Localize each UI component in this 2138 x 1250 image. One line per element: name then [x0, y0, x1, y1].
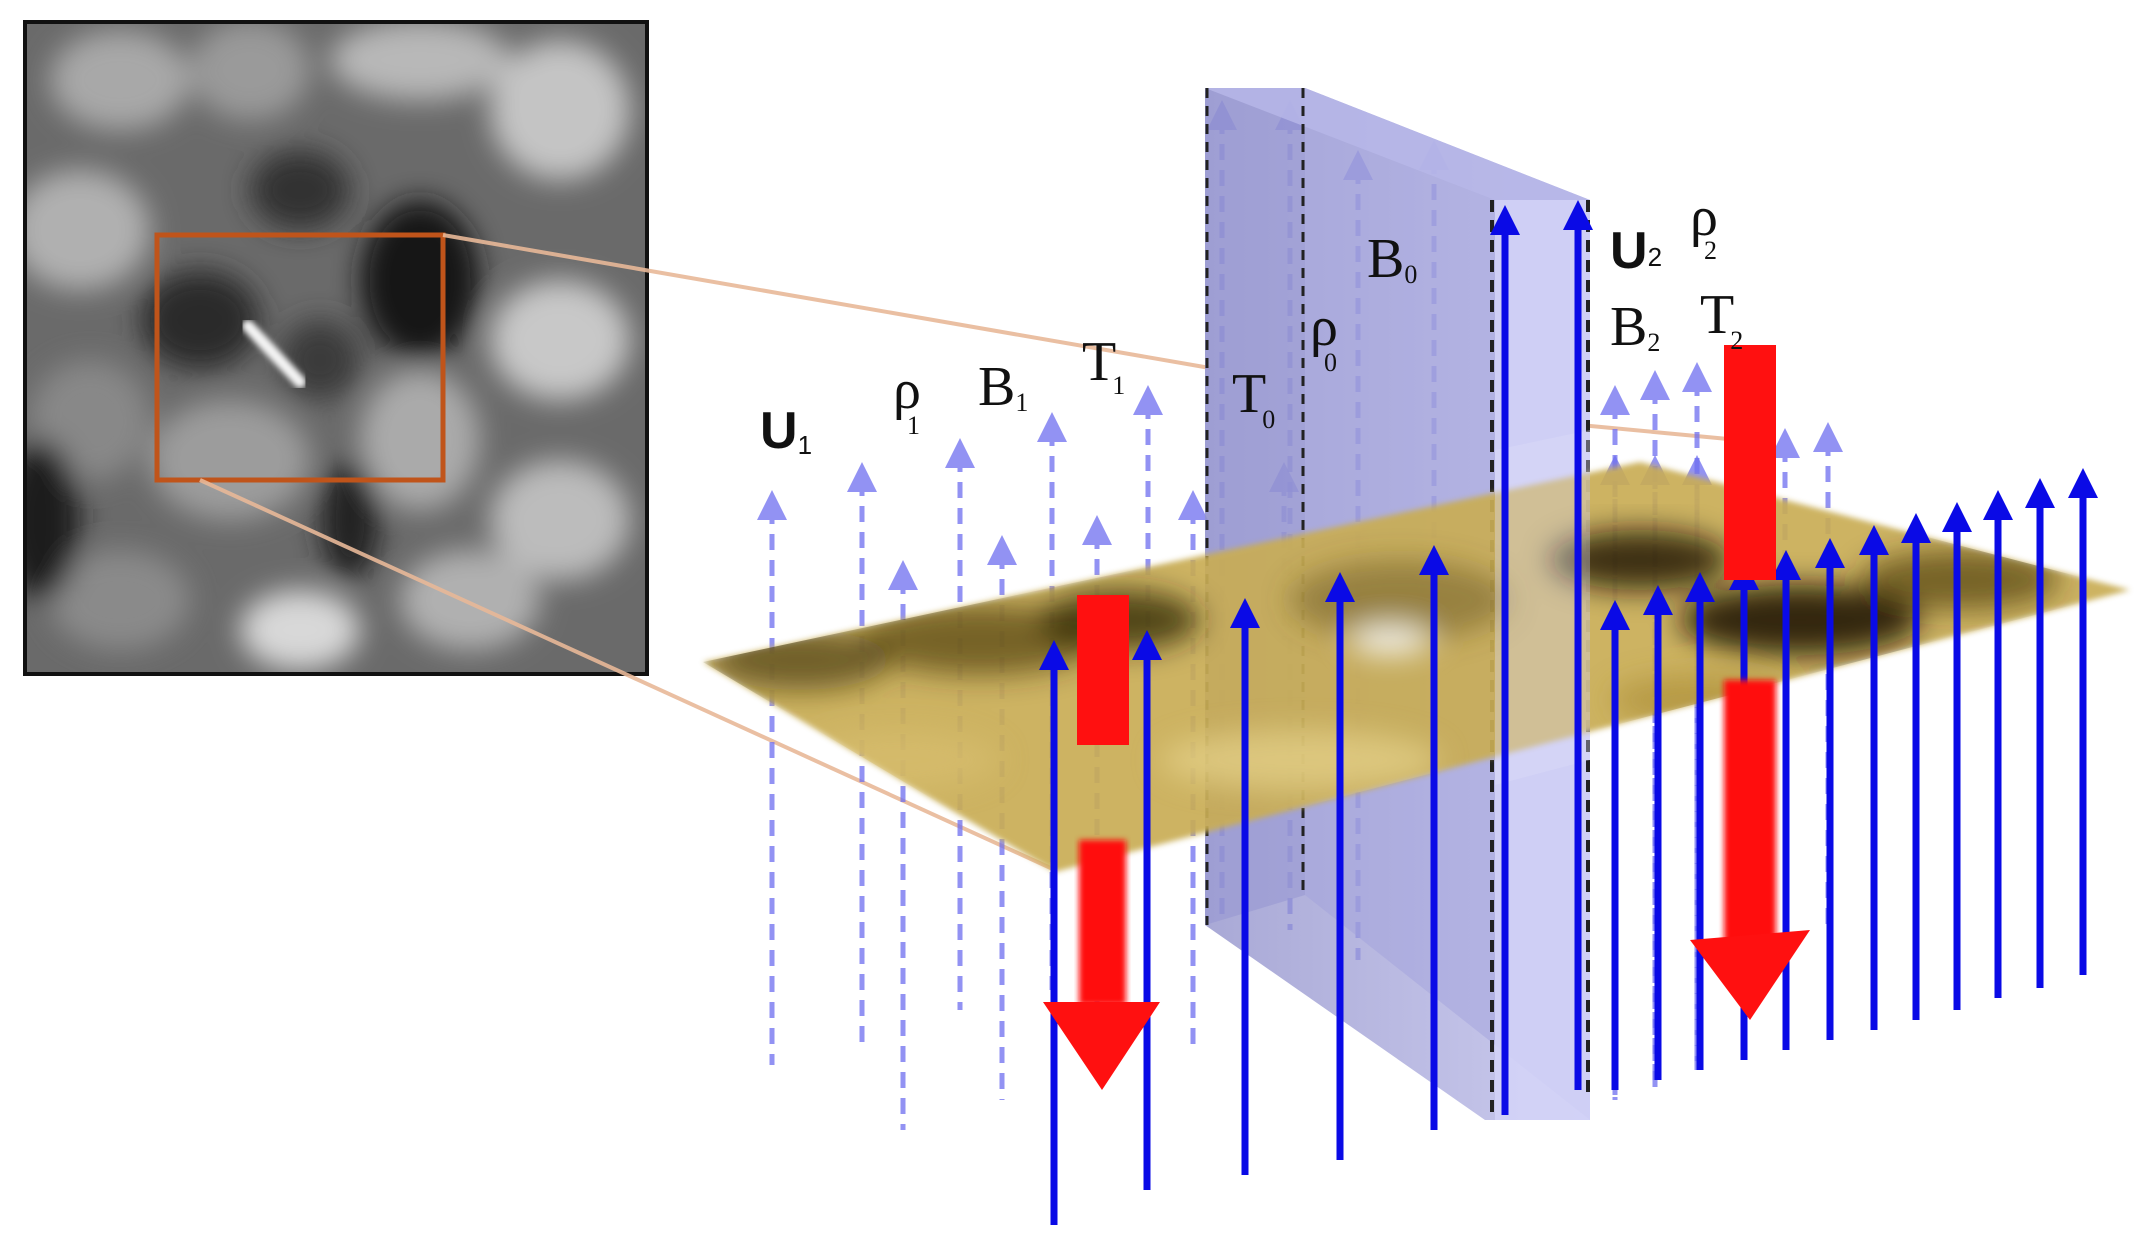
solid-field-line [2068, 468, 2098, 975]
solid-field-line [2025, 478, 2055, 988]
solid-field-line [1230, 598, 1260, 1175]
solid-field-line [1039, 640, 1069, 1225]
solid-field-line [1815, 538, 1845, 1040]
solid-field-line [1132, 630, 1162, 1190]
label-u1: U1 [760, 402, 812, 460]
solid-field-line [1942, 502, 1972, 1010]
solid-field-lines [1039, 200, 2098, 1225]
label-b2: B2 [1610, 296, 1660, 358]
solid-field-line [1419, 545, 1449, 1130]
solid-field-line [1685, 572, 1715, 1070]
label-t2: T2 [1700, 284, 1743, 355]
granulation-inset [23, 20, 649, 676]
label-u2: U2 [1610, 222, 1662, 280]
zoom-region-box [154, 232, 446, 483]
solid-field-line [1859, 525, 1889, 1030]
label-t1: T1 [1082, 331, 1125, 400]
solid-field-line [1325, 572, 1355, 1160]
solid-field-line [1983, 490, 2013, 998]
left-flow-arrow [1043, 595, 1160, 1090]
solid-field-line [1563, 200, 1593, 1090]
label-b0: B0 [1367, 228, 1417, 290]
label-t0: T0 [1232, 363, 1275, 434]
dashed-field-line [1037, 412, 1067, 990]
dashed-field-line [847, 462, 877, 1052]
solid-field-line [1643, 585, 1673, 1080]
dashed-field-line [757, 490, 787, 1065]
solid-field-line [1490, 205, 1520, 1115]
right-flow-arrow [1690, 345, 1810, 1020]
label-b1: B1 [978, 356, 1028, 418]
solid-field-line [1600, 600, 1630, 1090]
solid-field-line [1901, 513, 1931, 1020]
solid-field-line [1771, 550, 1801, 1050]
dashed-field-line [945, 438, 975, 1010]
